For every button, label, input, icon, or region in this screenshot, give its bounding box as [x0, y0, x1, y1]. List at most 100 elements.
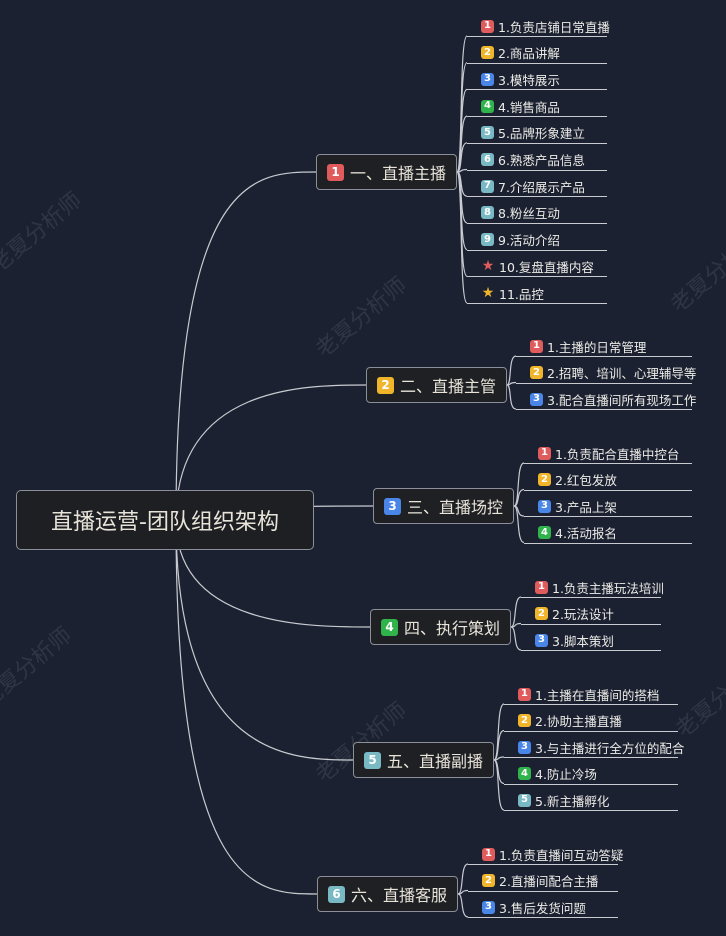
root-branch-connector — [175, 519, 371, 628]
leaf-item[interactable]: ★11.品控 — [481, 282, 544, 304]
leaf-underline — [504, 704, 678, 705]
leaf-underline — [467, 249, 607, 251]
root-branch-connector — [175, 519, 354, 761]
leaf-label: 1.负责店铺日常直播 — [498, 19, 610, 35]
branch-leaf-connector — [493, 703, 505, 761]
leaf-underline — [467, 62, 607, 64]
leaf-label: 11.品控 — [499, 286, 544, 302]
leaf-underline — [504, 810, 678, 811]
branch-leaf-connector — [513, 488, 525, 507]
root-node[interactable]: 直播运营-团队组织架构 — [16, 490, 314, 550]
priority-9-icon: 9 — [481, 233, 494, 247]
priority-4-icon: 4 — [538, 526, 551, 539]
branch-label: 三、直播场控 — [407, 498, 504, 517]
leaf-underline — [516, 356, 692, 357]
leaf-underline — [521, 650, 661, 651]
branch-label: 六、直播客服 — [351, 886, 448, 905]
priority-1-icon: 1 — [538, 446, 551, 460]
leaf-label: 1.主播的日常管理 — [547, 339, 647, 355]
priority-3-icon: 3 — [482, 900, 495, 914]
leaf-underline — [504, 757, 678, 758]
leaf-item[interactable]: 2 2.直播间配合主播 — [482, 870, 598, 892]
leaf-label: 2.玩法设计 — [552, 607, 614, 622]
leaf-item[interactable]: 5 5.品牌形象建立 — [481, 122, 585, 144]
leaf-item[interactable]: 4 4.活动报名 — [538, 522, 617, 544]
leaf-underline — [504, 730, 678, 732]
leaf-item[interactable]: ★10.复盘直播内容 — [481, 255, 594, 277]
priority-4-icon: 4 — [381, 618, 398, 636]
star-yellow-icon: ★ — [481, 285, 495, 301]
branch-leaf-connector — [510, 596, 522, 628]
root-branch-connector — [175, 171, 317, 521]
priority-4-icon: 4 — [481, 99, 494, 113]
leaf-label: 1.负责配合直播中控台 — [555, 446, 680, 462]
leaf-label: 3.配合直播间所有现场工作 — [547, 392, 697, 408]
leaf-item[interactable]: 1 1.负责配合直播中控台 — [538, 442, 679, 464]
branch-leaf-connector — [493, 759, 505, 785]
root-branch-connector — [175, 519, 318, 895]
branch-node[interactable]: 1 一、直播主播 — [316, 154, 458, 190]
leaf-label: 3.与主播进行全方位的配合 — [535, 740, 685, 756]
priority-1-icon: 1 — [518, 687, 531, 701]
priority-5-icon: 5 — [481, 126, 494, 140]
leaf-underline — [524, 489, 692, 491]
branch-label: 一、直播主播 — [350, 164, 447, 183]
leaf-label: 2.协助主播直播 — [535, 714, 622, 729]
leaf-underline — [521, 597, 661, 598]
branch-leaf-connector — [456, 142, 468, 173]
leaf-underline — [468, 864, 618, 865]
leaf-label: 8.粉丝互动 — [498, 206, 560, 222]
leaf-label: 4.活动报名 — [555, 526, 617, 541]
priority-6-icon: 6 — [481, 153, 494, 166]
leaf-underline — [521, 623, 661, 625]
leaf-underline — [504, 783, 678, 785]
priority-2-icon: 2 — [481, 46, 494, 60]
leaf-underline — [468, 890, 618, 892]
leaf-underline — [467, 276, 607, 278]
branch-leaf-connector — [506, 355, 517, 386]
leaf-label: 2.红包发放 — [555, 473, 617, 488]
priority-1-icon: 1 — [327, 163, 344, 181]
branch-leaf-connector — [513, 505, 525, 544]
leaf-label: 1.负责直播间互动答疑 — [499, 847, 624, 863]
star-red-icon: ★ — [481, 258, 495, 275]
leaf-item[interactable]: 1 1.负责店铺日常直播 — [481, 15, 610, 37]
priority-1-icon: 1 — [481, 19, 494, 33]
priority-4-icon: 4 — [518, 767, 531, 780]
leaf-label: 5.新主播孵化 — [535, 793, 610, 809]
root-branch-connector — [175, 384, 367, 521]
leaf-label: 2.直播间配合主播 — [499, 874, 599, 889]
leaf-underline — [516, 409, 692, 410]
leaf-label: 3.模特展示 — [498, 72, 560, 88]
priority-3-icon: 3 — [538, 499, 551, 513]
priority-2-icon: 2 — [482, 874, 495, 887]
leaf-label: 5.品牌形象建立 — [498, 126, 585, 142]
